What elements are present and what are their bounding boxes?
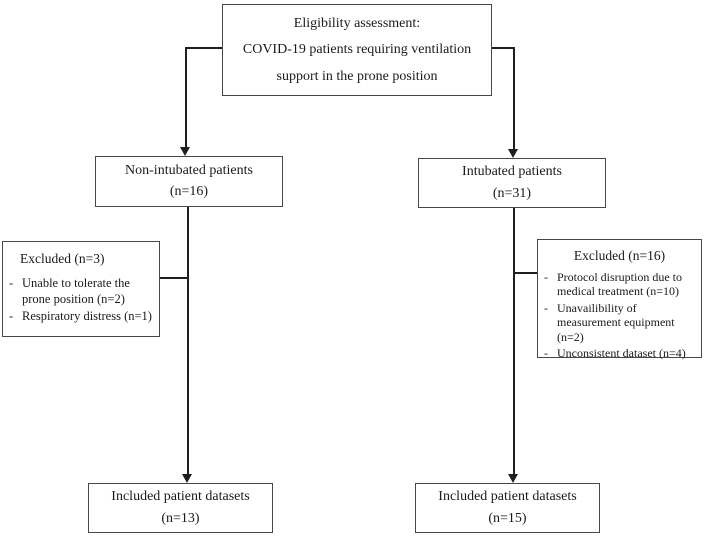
bullet-dash: - [544,300,548,315]
eligibility-line-1: Eligibility assessment: [293,15,421,31]
excluded-reason-text: Respiratory distress (n=1) [22,309,152,324]
excluded-reason: - Unconsistent dataset (n=4) [538,346,701,362]
connector-excluded-right-horizontal [514,272,537,274]
included-intubated-label: Included patient datasets [438,489,577,505]
excluded-reason: - Protocol disruption due to medical tre… [538,270,701,301]
connector-intubated-to-included [513,208,515,474]
connector-non-intubated-to-included [187,207,189,474]
eligibility-assessment-box: Eligibility assessment: COVID-19 patient… [222,4,492,96]
arrowhead-to-non-intubated [180,147,190,156]
eligibility-line-3: support in the prone position [276,68,438,84]
excluded-reason-text: Protocol disruption due to medical treat… [557,270,682,299]
connector-top-right-horizontal [492,47,514,49]
bullet-dash: - [9,309,14,324]
excluded-reason: - Unable to tolerate the prone position … [3,276,159,309]
bullet-dash: - [544,345,548,360]
excluded-intubated-box: Excluded (n=16) - Protocol disruption du… [537,239,702,360]
connector-top-right-vertical [513,47,515,149]
arrowhead-to-included-right [508,474,518,483]
non-intubated-patients-box: Non-intubated patients (n=16) [95,156,283,207]
included-non-intubated-label: Included patient datasets [111,489,250,505]
excluded-intubated-title: Excluded (n=16) [573,248,666,263]
included-non-intubated-box: Included patient datasets (n=13) [88,483,273,533]
included-intubated-box: Included patient datasets (n=15) [415,483,600,533]
bullet-dash: - [544,270,548,284]
excluded-non-intubated-title: Excluded (n=3) [20,251,105,266]
included-intubated-count: (n=15) [488,510,527,526]
intubated-label: Intubated patients [462,164,562,180]
included-non-intubated-count: (n=13) [161,510,200,526]
excluded-reason-text: Unavailibility of measurement equipment … [557,300,675,344]
eligibility-line-2: COVID-19 patients requiring ventilation [242,42,472,57]
connector-top-left-vertical [185,47,187,147]
excluded-reason: - Unavailibility of measurement equipmen… [538,301,701,346]
excluded-reason-text: Unable to tolerate the prone position (n… [22,276,130,306]
excluded-non-intubated-box: Excluded (n=3) - Unable to tolerate the … [2,241,160,337]
connector-top-left-horizontal [186,47,222,49]
arrowhead-to-included-left [182,474,192,483]
intubated-count: (n=31) [492,185,532,201]
bullet-dash: - [9,276,14,290]
arrowhead-to-intubated [508,149,518,158]
excluded-reason-text: Unconsistent dataset (n=4) [557,345,686,360]
non-intubated-label: Non-intubated patients [125,162,253,178]
excluded-reason: - Respiratory distress (n=1) [3,309,159,327]
connector-excluded-left-horizontal [160,277,188,279]
intubated-patients-box: Intubated patients (n=31) [418,158,606,208]
non-intubated-count: (n=16) [169,184,209,200]
